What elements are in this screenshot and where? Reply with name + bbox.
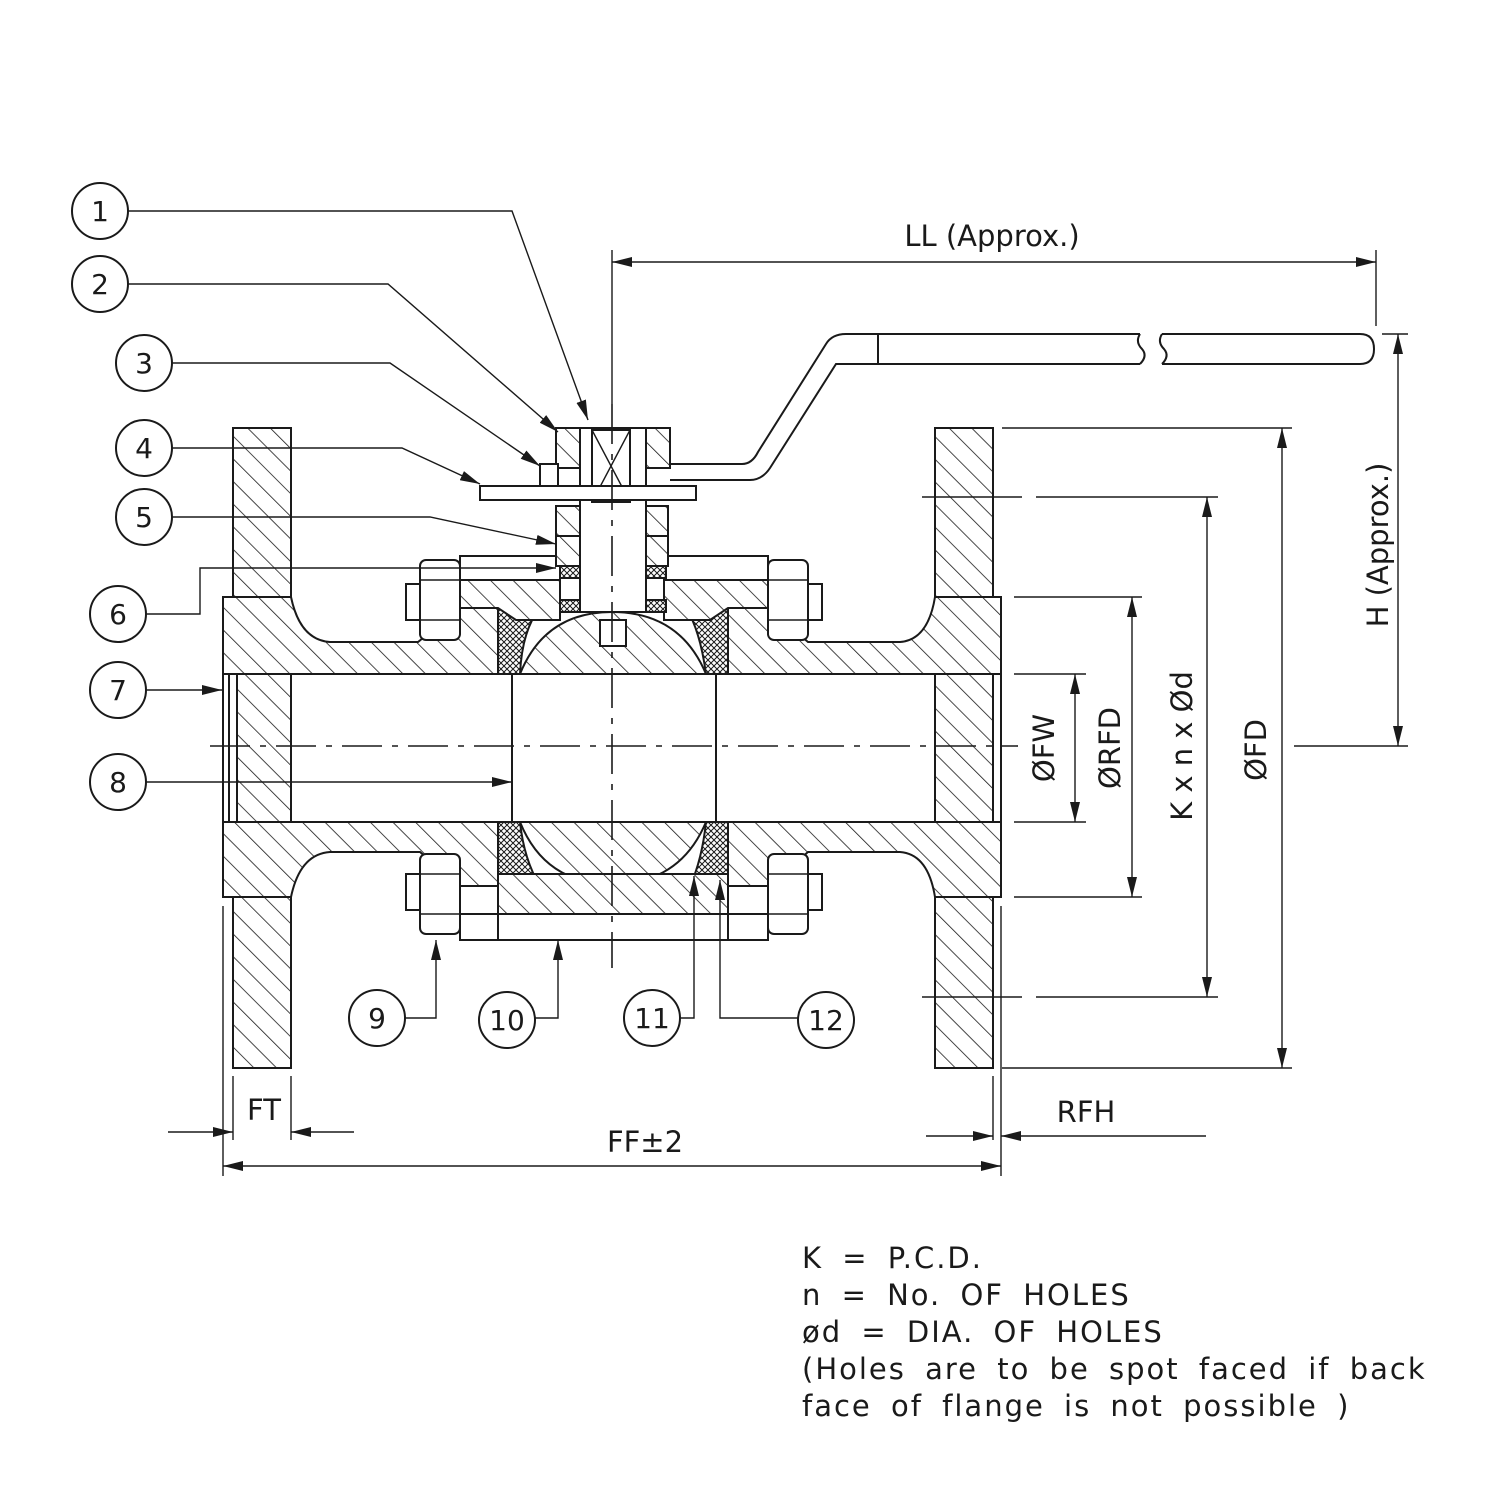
svg-text:10: 10 xyxy=(489,1004,525,1037)
svg-text:4: 4 xyxy=(135,432,153,465)
svg-text:11: 11 xyxy=(634,1002,670,1035)
seats xyxy=(497,607,729,887)
dimension-ff: FF±2 xyxy=(222,906,1001,1176)
note-line-d: ød = DIA. OF HOLES xyxy=(802,1315,1164,1349)
svg-text:7: 7 xyxy=(109,674,127,707)
lower-cover xyxy=(459,873,769,941)
dimension-h: H (Approx.) xyxy=(1294,333,1408,747)
balloon-11: 11 xyxy=(623,989,681,1047)
balloon-10: 10 xyxy=(478,991,536,1049)
dimension-fw: ØFW xyxy=(1014,673,1086,823)
svg-text:ØFW: ØFW xyxy=(1027,714,1061,782)
dimension-rfh: RFH xyxy=(926,906,1206,1176)
note-line-k: K = P.C.D. xyxy=(802,1241,983,1275)
dimension-rfd: ØRFD xyxy=(1014,596,1142,898)
ball xyxy=(498,610,728,886)
balloon-2: 2 xyxy=(71,255,129,313)
dimension-kxnxd: K x n x Ød xyxy=(922,496,1218,998)
svg-text:H (Approx.): H (Approx.) xyxy=(1361,463,1395,628)
balloon-7: 7 xyxy=(89,661,147,719)
balloon-1: 1 xyxy=(71,182,129,240)
svg-text:1: 1 xyxy=(91,195,109,228)
svg-text:LL (Approx.): LL (Approx.) xyxy=(904,219,1079,253)
legend-notes: K = P.C.D. n = No. OF HOLES ød = DIA. OF… xyxy=(802,1240,1482,1425)
note-line-spot-face-2: face of flange is not possible ) xyxy=(802,1389,1351,1423)
dimension-ft: FT xyxy=(168,1076,354,1140)
svg-text:2: 2 xyxy=(91,268,109,301)
svg-text:9: 9 xyxy=(368,1002,386,1035)
svg-text:FT: FT xyxy=(247,1093,281,1127)
dimension-fd: ØFD xyxy=(1002,427,1292,1069)
svg-text:ØFD: ØFD xyxy=(1239,719,1273,781)
balloon-8: 8 xyxy=(89,753,147,811)
svg-text:ØRFD: ØRFD xyxy=(1093,707,1127,789)
balloon-3: 3 xyxy=(115,334,173,392)
svg-text:5: 5 xyxy=(135,501,153,534)
balloon-6: 6 xyxy=(89,585,147,643)
svg-text:6: 6 xyxy=(109,598,127,631)
leader-lines xyxy=(128,210,798,1019)
svg-text:RFH: RFH xyxy=(1057,1095,1116,1129)
svg-text:3: 3 xyxy=(135,347,153,380)
dimension-ll: LL (Approx.) xyxy=(611,219,1377,404)
balloon-12: 12 xyxy=(797,991,855,1049)
balloon-4: 4 xyxy=(115,419,173,477)
note-line-spot-face-1: (Holes are to be spot faced if back xyxy=(802,1352,1427,1386)
right-flange xyxy=(934,427,1002,1069)
svg-text:K x n x Ød: K x n x Ød xyxy=(1165,671,1199,821)
lever-handle xyxy=(670,333,1376,481)
svg-text:12: 12 xyxy=(808,1004,844,1037)
note-line-n: n = No. OF HOLES xyxy=(802,1278,1131,1312)
balloon-5: 5 xyxy=(115,488,173,546)
svg-text:FF±2: FF±2 xyxy=(607,1125,683,1159)
balloon-9: 9 xyxy=(348,989,406,1047)
left-flange xyxy=(222,427,292,1069)
bolts xyxy=(405,559,823,935)
svg-text:8: 8 xyxy=(109,766,127,799)
